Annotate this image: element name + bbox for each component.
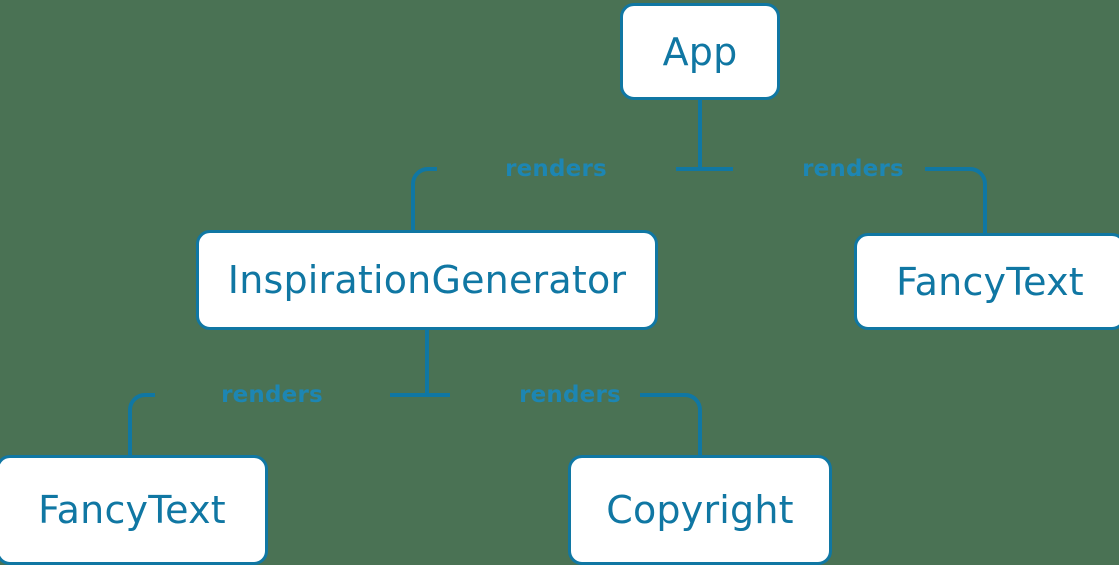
node-fancytext-left[interactable]: FancyText — [0, 455, 268, 565]
node-inspiration-generator[interactable]: InspirationGenerator — [196, 230, 658, 330]
edge-label-inspirationgenerator-to-copyright: renders — [519, 382, 621, 408]
edge-label-app-to-fancytext-right: renders — [802, 156, 904, 182]
edge-label-inspirationgenerator-to-fancytext-left: renders — [221, 382, 323, 408]
node-app[interactable]: App — [620, 3, 780, 100]
connector-inspirationgenerator-to-copyright-right-seg — [640, 393, 702, 455]
connector-app-to-fancytext-right-right-seg — [925, 167, 987, 233]
connector-inspirationgenerator-to-fancytext-left-left-seg — [128, 393, 155, 455]
edge-label-app-to-inspirationgenerator: renders — [505, 156, 607, 182]
connector-app-to-inspirationgenerator-left-seg — [411, 167, 437, 230]
node-copyright[interactable]: Copyright — [568, 455, 832, 565]
node-fancytext-right[interactable]: FancyText — [854, 233, 1119, 330]
